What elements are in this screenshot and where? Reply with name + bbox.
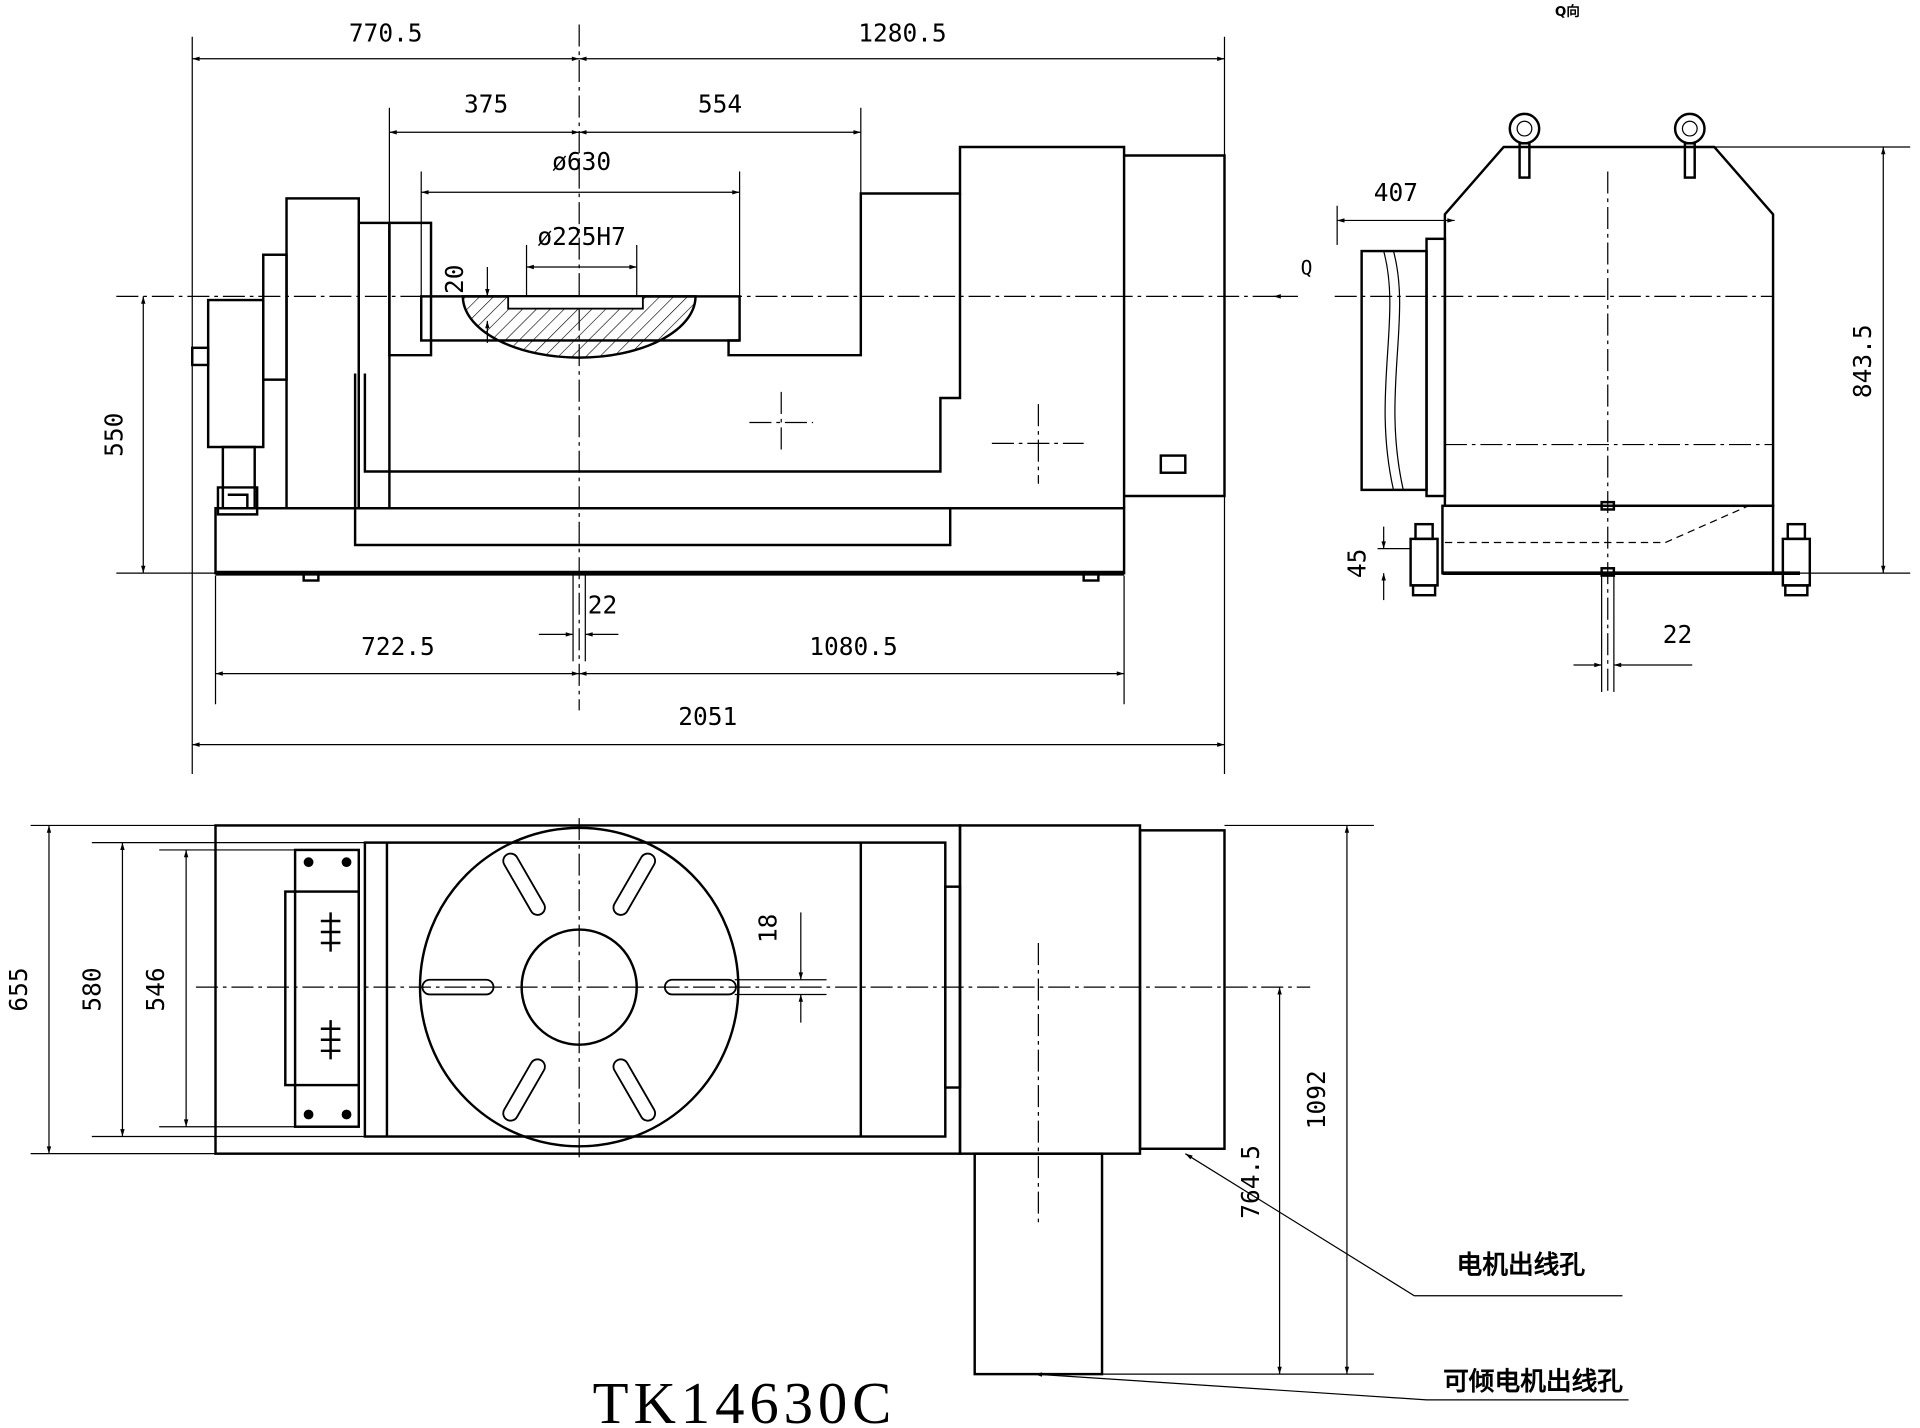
dim-20: 20 [440,264,469,293]
dim-375: 375 [464,90,508,119]
dim-722-5: 722.5 [361,632,435,661]
dim-554: 554 [698,90,742,119]
t-slots [421,852,737,1122]
dia-225h7: ø225H7 [537,222,625,251]
dim-22-front: 22 [588,591,617,620]
dim-580: 580 [77,967,106,1011]
dim-45: 45 [1342,549,1371,578]
dim-550: 550 [99,413,128,457]
dim-546: 546 [141,967,170,1011]
q-direction-label: Q [1301,256,1313,279]
front-view-dimensions: 770.5 1280.5 375 554 ø630 ø225H7 20 550 … [99,19,1312,731]
drawing-title: TK14630C [593,1371,897,1428]
dim-1080-5: 1080.5 [809,632,897,661]
dim-407: 407 [1374,178,1418,207]
label-tilt-motor-outlet: 可倾电机出线孔 [1443,1367,1623,1397]
side-view: Q向 407 843.5 45 22 [1334,3,1911,692]
front-view [116,24,1298,775]
dim-764-5: 764.5 [1236,1145,1265,1219]
dim-22-side: 22 [1663,620,1692,649]
dim-770-5: 770.5 [349,19,423,48]
view-q-label: Q向 [1555,3,1580,20]
top-view: 655 580 546 18 1092 764.5 电机出线孔 可倾电机出线孔 … [4,818,1629,1428]
dim-1092: 1092 [1302,1070,1331,1129]
dia-630: ø630 [552,147,611,176]
label-motor-outlet: 电机出线孔 [1457,1251,1586,1281]
dim-18: 18 [753,914,782,943]
dim-655: 655 [4,967,33,1011]
dim-2051: 2051 [678,702,737,731]
dim-1280-5: 1280.5 [858,19,946,48]
dim-843-5: 843.5 [1848,324,1877,398]
